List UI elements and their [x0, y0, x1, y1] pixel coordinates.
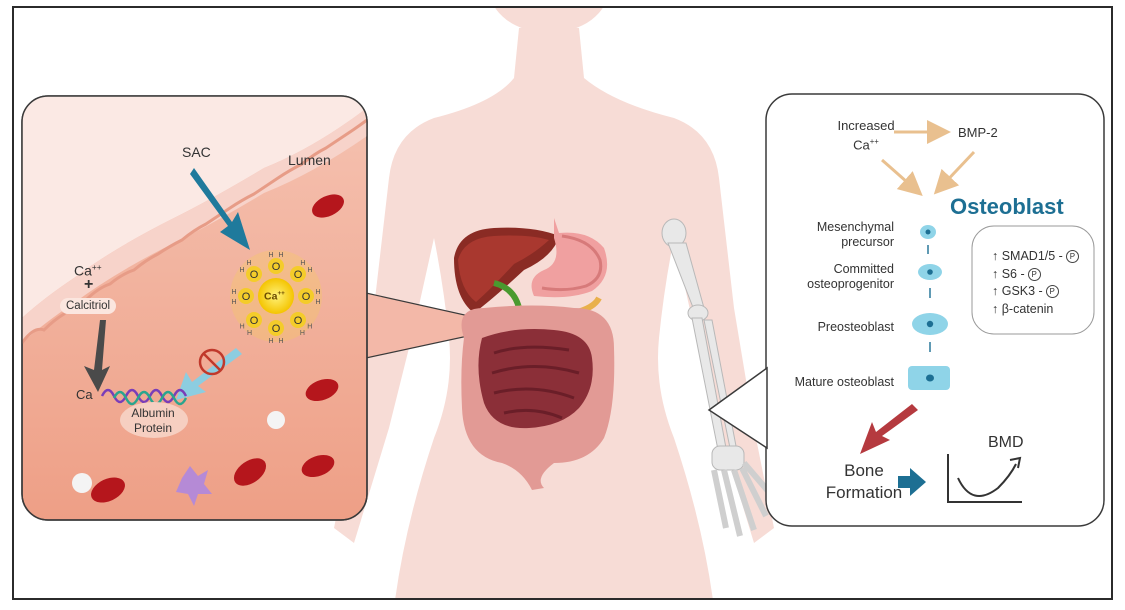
phospho-icon: P: [1027, 267, 1041, 281]
bone-formation-label: Bone Formation: [825, 461, 903, 502]
hydrogen-symbol: H: [247, 330, 252, 337]
stage-committed-osteoprogenitor: Committed osteoprogenitor: [807, 262, 894, 291]
increased-calcium-label: Increased Ca++: [837, 118, 895, 153]
hydrogen-symbol: H: [315, 289, 320, 296]
bone-formation-arrow: [860, 404, 918, 454]
oxygen-symbol: O: [272, 261, 281, 273]
hydrogen-symbol: H: [231, 299, 236, 306]
hydrogen-symbol: H: [307, 323, 312, 330]
albumin-protein-label: Albumin Protein: [131, 406, 175, 435]
blocked-transfer-symbol: [176, 348, 242, 400]
hydrogen-symbol: H: [268, 338, 273, 345]
marker-smad: ↑ SMAD1/5 -P: [992, 248, 1079, 266]
hydrogen-symbol: H: [239, 267, 244, 274]
plus-sign: +: [84, 276, 94, 293]
bmd-graph: [947, 454, 1022, 503]
white-blood-cells: [72, 411, 285, 493]
sac-arrow: [190, 168, 250, 250]
hydrogen-symbol: H: [240, 323, 245, 330]
oxygen-atom: [290, 312, 306, 328]
signaling-marker-list: ↑ SMAD1/5 -P ↑ S6 -P ↑ GSK3 -P ↑ β-caten…: [992, 248, 1079, 318]
platelet-cell: [176, 466, 212, 506]
hydrogen-symbol: H: [300, 330, 305, 337]
hydrogen-symbol: H: [307, 267, 312, 274]
oxygen-atom: [290, 266, 306, 282]
oxygen-atom: [268, 258, 284, 274]
oxygen-symbol: O: [250, 269, 259, 281]
bound-calcium-label: Ca: [76, 387, 93, 402]
sac-complex-center-label: Ca++: [264, 290, 285, 303]
red-blood-cells: [91, 194, 344, 503]
hydrogen-symbol: H: [268, 252, 273, 259]
oxygen-symbol: O: [242, 291, 251, 303]
oxygen-symbol: O: [250, 315, 259, 327]
hydrogen-symbol: H: [278, 338, 283, 345]
phospho-icon: P: [1045, 285, 1059, 299]
signal-arrows: [881, 120, 976, 196]
marker-gsk3: ↑ GSK3 -P: [992, 283, 1079, 301]
zoom-connector-right: [707, 366, 768, 450]
marker-s6: ↑ S6 -P: [992, 266, 1079, 284]
bmp2-label: BMP-2: [958, 125, 998, 140]
oxygen-symbol: O: [294, 315, 303, 327]
differentiation-cells: [908, 225, 950, 390]
oxygen-atom: [246, 266, 262, 282]
osteoblast-title: Osteoblast: [950, 194, 1064, 219]
stage-mature-osteoblast: Mature osteoblast: [794, 375, 894, 389]
albumin-protein-blob: [120, 402, 188, 438]
oxygen-atom: [246, 312, 262, 328]
calcitriol-label: Calcitriol: [60, 298, 117, 314]
oxygen-symbol: O: [294, 269, 303, 281]
bmd-increase-arrow: [898, 468, 926, 496]
sac-label: SAC: [182, 144, 211, 160]
oxygen-atom: [298, 288, 314, 304]
oxygen-atom: [238, 288, 254, 304]
digestive-organs-illustration: [454, 218, 615, 490]
hydrogen-symbol: H: [278, 252, 283, 259]
stage-mesenchymal-precursor: Mesenchymal precursor: [816, 220, 894, 249]
hydrogen-symbol: H: [231, 289, 236, 296]
bmd-label: BMD: [988, 434, 1024, 451]
stage-preosteoblast: Preosteoblast: [817, 320, 894, 334]
oxygen-symbol: O: [272, 323, 281, 335]
hydrogen-symbol: H: [247, 260, 252, 267]
hydrogen-symbol: H: [300, 260, 305, 267]
calcitriol-arrow: [84, 320, 110, 392]
hydrogen-symbol: H: [315, 299, 320, 306]
marker-beta-catenin: ↑ β-catenin: [992, 301, 1054, 316]
lumen-label: Lumen: [288, 152, 331, 168]
phospho-icon: P: [1065, 250, 1079, 264]
calcium-label: Ca++: [74, 262, 102, 279]
albumin-helix-teal: [112, 390, 188, 406]
oxygen-atom: [268, 320, 284, 336]
osteoblast-panel: [765, 93, 1105, 527]
oxygen-symbol: O: [302, 291, 311, 303]
